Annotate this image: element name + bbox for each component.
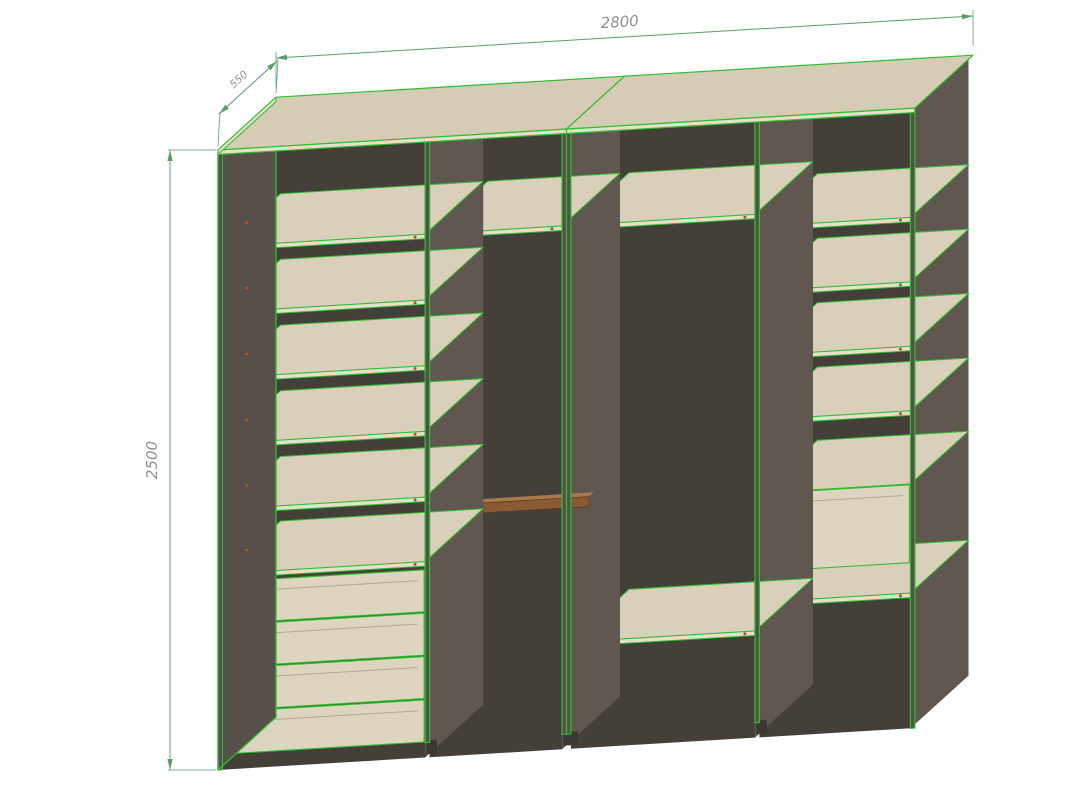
panel-front-edge (424, 141, 431, 744)
fitting-marker (550, 227, 554, 231)
foot (426, 739, 437, 754)
fitting-marker (245, 483, 249, 487)
dim-depth-line (218, 60, 278, 115)
dimension-arrow (167, 150, 173, 161)
divider-inner-face (754, 69, 813, 738)
fitting-marker (899, 594, 902, 598)
fitting-marker (413, 367, 417, 370)
fitting-marker (899, 283, 902, 287)
divider-inner-face (562, 80, 620, 750)
fitting-marker (413, 235, 417, 239)
fitting-marker (413, 301, 417, 305)
fitting-marker (413, 562, 417, 566)
dimension-lines (167, 10, 974, 771)
dimension-arrow (219, 104, 229, 114)
panel-front-edge (565, 132, 572, 735)
dimension-arrow (167, 759, 173, 770)
top-panel-top-face (565, 54, 974, 130)
extension-line (217, 111, 221, 147)
fitting-marker (899, 347, 902, 351)
fitting-marker (245, 352, 249, 356)
panel-front-edge (754, 121, 761, 724)
extension-line (275, 58, 279, 94)
panel-front-edge (909, 111, 916, 729)
wardrobe-geometry (217, 54, 974, 771)
fitting-marker (245, 418, 249, 422)
dim-height-label: 2500 (143, 441, 161, 479)
dimension-arrow (276, 54, 288, 60)
fitting-marker (413, 498, 417, 502)
fitting-marker (743, 632, 747, 636)
fitting-marker (245, 286, 249, 290)
dimension-arrow (961, 14, 973, 20)
fitting-marker (413, 432, 417, 436)
hanging-rod-top (456, 492, 594, 505)
fitting-marker (245, 221, 249, 225)
fitting-marker (899, 218, 902, 222)
panel-front-edge (561, 132, 568, 736)
fitting-marker (245, 548, 249, 552)
foot (756, 719, 767, 734)
foot (567, 731, 579, 746)
fitting-marker (899, 412, 902, 416)
fitting-marker (743, 215, 747, 219)
side-panel-left-outer-face (217, 101, 277, 771)
dim-width-label: 2800 (600, 12, 639, 32)
top-panel-left-edge (217, 96, 277, 155)
dim-width-line (275, 15, 974, 59)
compartment-interior (570, 69, 813, 749)
dimension-arrow (267, 61, 277, 71)
